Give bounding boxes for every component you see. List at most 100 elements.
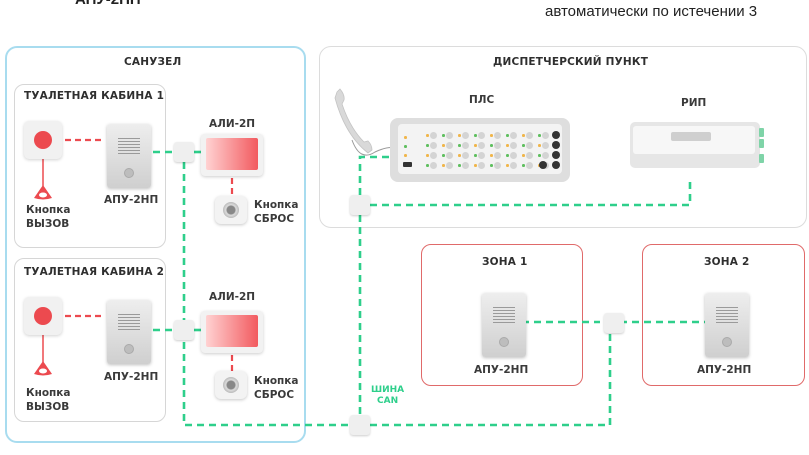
top-fragment-left: АПУ-2НП bbox=[75, 0, 141, 8]
reset-label-line2: СБРОС bbox=[254, 389, 295, 401]
pull-cord-handle-2-icon bbox=[34, 361, 52, 376]
pls-led-icon bbox=[522, 134, 525, 137]
rip-nameplate bbox=[671, 132, 711, 141]
ali-screen bbox=[206, 315, 258, 347]
speaker-grill-icon bbox=[118, 138, 140, 154]
top-fragment-right: автоматически по истечении 3 bbox=[545, 3, 758, 20]
call-label-line1: Кнопка bbox=[26, 387, 71, 399]
apu-button-icon bbox=[722, 337, 732, 347]
ali-indicator-1 bbox=[201, 134, 263, 176]
apu-label-cabin-2: АПУ-2НП bbox=[104, 371, 159, 383]
pls-control-knob-icon bbox=[552, 131, 560, 139]
pls-key-icon bbox=[494, 162, 501, 169]
can-wire-to-pls bbox=[358, 155, 390, 195]
rip-terminal-icon bbox=[759, 128, 764, 137]
pls-led-icon bbox=[490, 144, 493, 147]
call-button-red-dot-icon bbox=[34, 307, 52, 325]
call-label-line1: Кнопка bbox=[26, 204, 71, 216]
pls-control-knob-icon bbox=[552, 161, 560, 169]
pls-key-icon bbox=[494, 132, 501, 139]
apu-device-zone-1 bbox=[482, 293, 526, 357]
pls-led-icon bbox=[426, 134, 429, 137]
pls-led-icon bbox=[474, 164, 477, 167]
junction-box-zones bbox=[604, 313, 624, 333]
pls-led-icon bbox=[490, 134, 493, 137]
pls-led-icon bbox=[506, 144, 509, 147]
pls-console bbox=[390, 118, 570, 182]
pls-led-icon bbox=[490, 164, 493, 167]
pls-key-icon bbox=[510, 132, 517, 139]
reset-label-line1: Кнопка bbox=[254, 375, 299, 387]
pls-label: ПЛС bbox=[469, 94, 495, 106]
rip-power-supply bbox=[630, 122, 764, 168]
pls-control-knob-icon bbox=[539, 161, 547, 169]
pls-led-icon bbox=[474, 134, 477, 137]
reset-button-1[interactable] bbox=[215, 196, 247, 224]
pls-control-knob-icon bbox=[552, 151, 560, 159]
pls-led-icon bbox=[506, 134, 509, 137]
apu-button-icon bbox=[499, 337, 509, 347]
pls-key-icon bbox=[478, 142, 485, 149]
cabin-1-title: ТУАЛЕТНАЯ КАБИНА 1 bbox=[24, 90, 165, 102]
pls-led-icon bbox=[458, 164, 461, 167]
call-label-line2: ВЫЗОВ bbox=[26, 401, 70, 413]
can-label-line2: CAN bbox=[377, 396, 399, 406]
reset-ring-icon bbox=[223, 377, 239, 393]
pls-led-icon bbox=[538, 144, 541, 147]
junction-box-cabin-1 bbox=[174, 142, 194, 162]
pls-panel-face bbox=[398, 124, 562, 174]
pls-led-icon bbox=[442, 144, 445, 147]
ali-label-2: АЛИ-2П bbox=[209, 291, 256, 303]
pls-key-icon bbox=[462, 152, 469, 159]
pls-led-icon bbox=[506, 164, 509, 167]
junction-box-bus bbox=[350, 415, 370, 435]
pls-status-led-icon bbox=[404, 136, 407, 139]
pls-led-icon bbox=[474, 144, 477, 147]
pls-key-icon bbox=[478, 132, 485, 139]
pls-key-icon bbox=[430, 142, 437, 149]
ali-label-1: АЛИ-2П bbox=[209, 118, 256, 130]
pls-led-icon bbox=[426, 154, 429, 157]
pls-key-icon bbox=[430, 152, 437, 159]
junction-box-cabin-2 bbox=[174, 320, 194, 340]
pls-key-icon bbox=[430, 162, 437, 169]
pls-key-icon bbox=[462, 132, 469, 139]
speaker-grill-icon bbox=[118, 314, 140, 330]
pls-key-icon bbox=[446, 162, 453, 169]
pls-key-icon bbox=[478, 152, 485, 159]
pls-usb-port-icon bbox=[403, 162, 412, 167]
rip-terminal-icon bbox=[759, 154, 764, 163]
phone-handset-icon bbox=[334, 88, 373, 154]
zone-1-panel bbox=[421, 244, 583, 386]
pls-status-led-icon bbox=[404, 145, 407, 148]
reset-button-2[interactable] bbox=[215, 371, 247, 399]
pls-led-icon bbox=[490, 154, 493, 157]
junction-box-dispatch bbox=[350, 195, 370, 215]
rip-face bbox=[633, 126, 755, 154]
call-button-1[interactable] bbox=[24, 121, 62, 159]
pls-key-icon bbox=[462, 162, 469, 169]
pls-led-icon bbox=[458, 154, 461, 157]
apu-button-icon bbox=[124, 344, 134, 354]
pls-key-icon bbox=[542, 142, 549, 149]
can-bus-label: ШИНА CAN bbox=[371, 385, 404, 407]
apu-device-cabin-2 bbox=[107, 300, 151, 364]
pls-key-icon bbox=[510, 162, 517, 169]
pls-led-icon bbox=[538, 154, 541, 157]
pls-led-icon bbox=[538, 134, 541, 137]
call-button-red-dot-icon bbox=[34, 131, 52, 149]
pls-key-icon bbox=[526, 152, 533, 159]
pls-led-icon bbox=[522, 164, 525, 167]
rip-label: РИП bbox=[681, 97, 707, 109]
zone-1-title: ЗОНА 1 bbox=[482, 256, 528, 268]
pls-key-icon bbox=[526, 142, 533, 149]
call-button-2[interactable] bbox=[24, 297, 62, 335]
pls-key-icon bbox=[542, 132, 549, 139]
speaker-grill-icon bbox=[716, 307, 738, 323]
pls-led-icon bbox=[442, 154, 445, 157]
cabin-2-title: ТУАЛЕТНАЯ КАБИНА 2 bbox=[24, 266, 165, 278]
pls-key-icon bbox=[494, 142, 501, 149]
